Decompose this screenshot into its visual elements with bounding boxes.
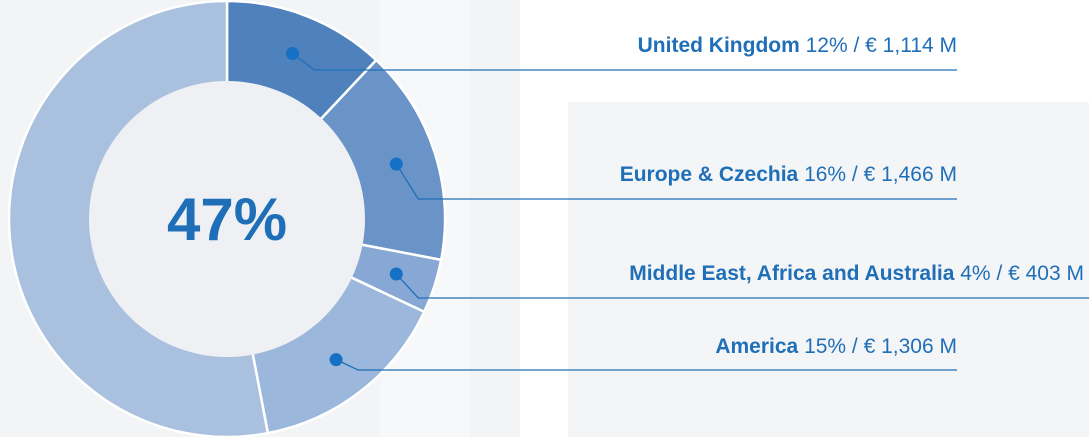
segment-label: United Kingdom 12% / € 1,114 M — [638, 34, 957, 58]
background-panel-right — [568, 102, 1089, 437]
segment-label-value: 12% / € 1,114 M — [799, 34, 957, 57]
segment-label-name: Europe & Czechia — [619, 163, 799, 186]
leader-line — [395, 163, 957, 200]
leader-line — [395, 273, 1089, 299]
segment-label-value: 15% / € 1,306 M — [798, 335, 957, 358]
segment-label: Middle East, Africa and Australia 4% / €… — [629, 262, 1084, 286]
segment-label: America 15% / € 1,306 M — [715, 335, 957, 359]
center-percentage: 47% — [167, 186, 287, 253]
leader-line — [335, 359, 957, 371]
leader-dot — [389, 267, 403, 281]
segment-label-value: 4% / € 403 M — [954, 262, 1084, 285]
segment-label-name: United Kingdom — [637, 34, 800, 57]
segment-label-name: America — [715, 335, 799, 358]
segment-label: Europe & Czechia 16% / € 1,466 M — [620, 163, 957, 187]
leader-dot — [286, 46, 300, 60]
leader-line — [292, 52, 957, 71]
leader-lines — [286, 46, 1089, 371]
leader-dot — [389, 157, 403, 171]
donut-hole — [89, 81, 365, 357]
segment-label-name: Middle East, Africa and Australia — [629, 262, 955, 285]
leader-dot — [329, 353, 343, 367]
segment-label-value: 16% / € 1,466 M — [798, 163, 957, 186]
